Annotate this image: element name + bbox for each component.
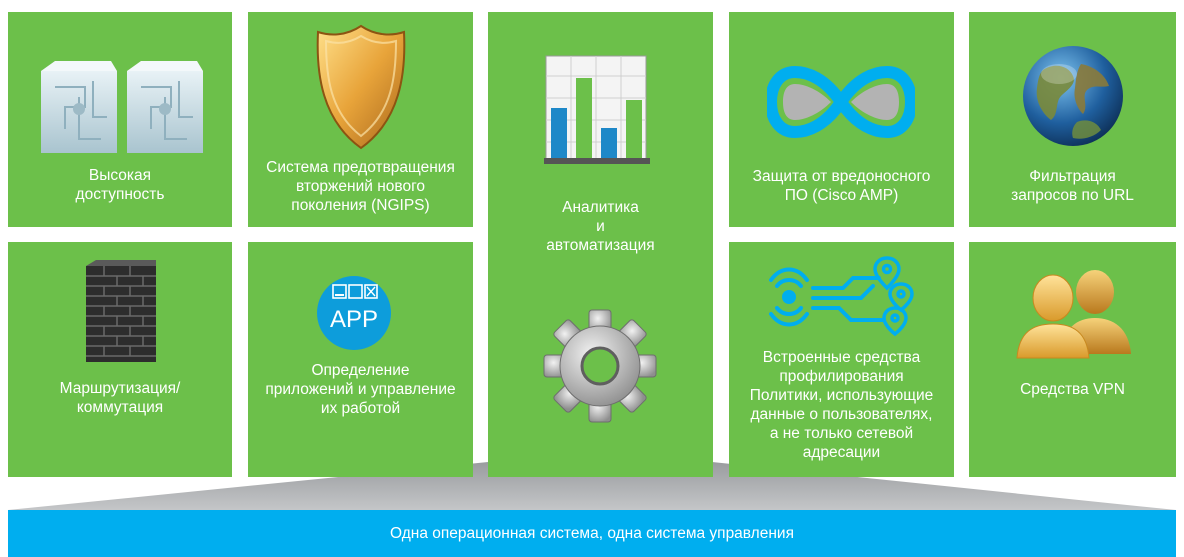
tile-label: Маршрутизация/ коммутация — [59, 380, 181, 416]
tile-vpn: Средства VPN — [969, 242, 1176, 477]
tile-url-filtering: Фильтрация запросов по URL — [969, 12, 1176, 227]
server-icon — [41, 61, 203, 153]
tile-label: Средства VPN — [1020, 381, 1125, 398]
shield-icon — [316, 24, 406, 150]
tile-analytics: Аналитика и автоматизация — [488, 12, 713, 477]
tile-label: Система предотвращения вторжений нового … — [266, 159, 455, 214]
globe-icon — [1023, 46, 1123, 146]
app-icon-label: APP — [329, 306, 379, 333]
tile-ngips: Система предотвращения вторжений нового … — [248, 12, 473, 227]
infinity-icon — [767, 66, 915, 138]
tile-label: Защита от вредоносного ПО (Cisco AMP) — [752, 168, 931, 204]
tile-profiling: Встроенные средства профилирования Полит… — [729, 242, 954, 477]
app-icon: APP — [317, 276, 391, 350]
firewall-icon — [86, 260, 156, 362]
gear-icon — [543, 309, 657, 423]
tile-label: Аналитика и автоматизация — [546, 199, 655, 254]
tile-label: Определение приложений и управление их р… — [265, 362, 456, 417]
tile-high-availability: Высокая доступность — [8, 12, 232, 227]
circuit-icon — [769, 256, 914, 337]
users-icon — [1016, 270, 1131, 359]
tile-label: Фильтрация запросов по URL — [1011, 168, 1134, 204]
window-controls-icon — [332, 284, 378, 299]
tile-routing: Маршрутизация/ коммутация — [8, 242, 232, 477]
base-bar: Одна операционная система, одна система … — [8, 510, 1176, 557]
tile-label: Высокая доступность — [75, 167, 165, 203]
tile-label: Встроенные средства профилирования Полит… — [749, 349, 934, 461]
bar-chart-icon — [544, 55, 650, 164]
tile-amp: Защита от вредоносного ПО (Cisco AMP) — [729, 12, 954, 227]
